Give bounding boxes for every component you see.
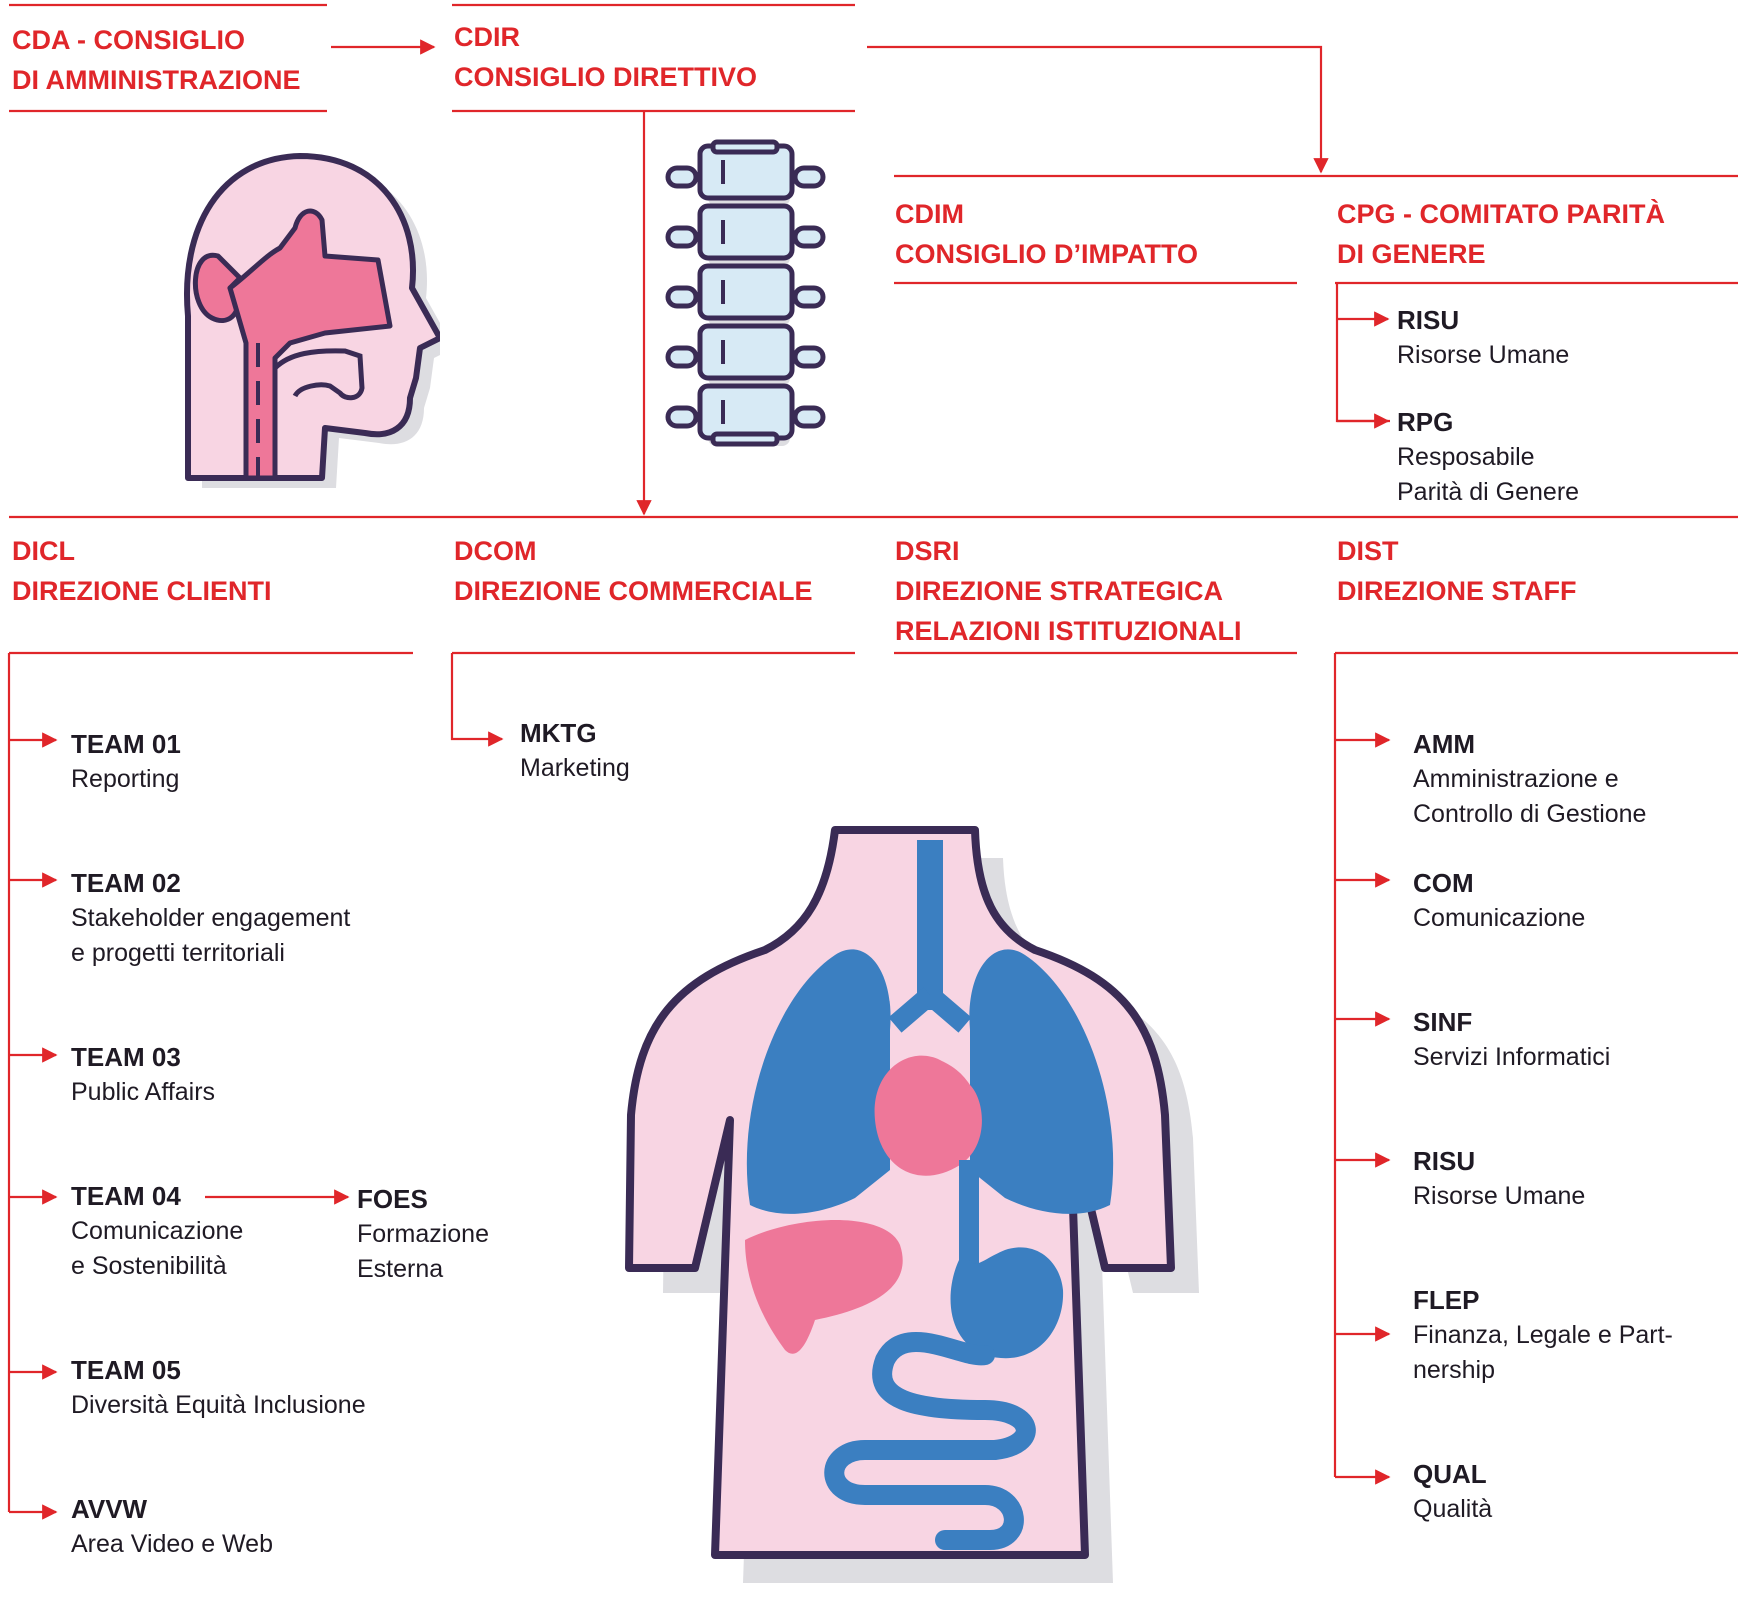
unit-desc: Area Video e Web xyxy=(71,1527,273,1562)
dist-unit-qual: QUAL Qualità xyxy=(1413,1457,1492,1527)
dist-unit-flep: FLEP Finanza, Legale e Part- nership xyxy=(1413,1283,1673,1388)
unit-code: TEAM 03 xyxy=(71,1040,215,1075)
dicl-header: DICL DIREZIONE CLIENTI xyxy=(12,531,272,611)
unit-desc: Marketing xyxy=(520,751,630,786)
dicl-header-line2: DIREZIONE CLIENTI xyxy=(12,571,272,611)
unit-code: FOES xyxy=(357,1182,489,1217)
cdir-header-line2: CONSIGLIO DIRETTIVO xyxy=(454,57,757,97)
unit-code: TEAM 05 xyxy=(71,1353,366,1388)
unit-code: AVVW xyxy=(71,1492,273,1527)
unit-code: FLEP xyxy=(1413,1283,1673,1318)
cdim-header-line1: CDIM xyxy=(895,194,1198,234)
dsri-header: DSRI DIREZIONE STRATEGICA RELAZIONI ISTI… xyxy=(895,531,1241,651)
cda-header-line1: CDA - CONSIGLIO xyxy=(12,20,300,60)
unit-code: AMM xyxy=(1413,727,1646,762)
dist-unit-sinf: SINF Servizi Informatici xyxy=(1413,1005,1610,1075)
unit-desc: Resposabile xyxy=(1397,440,1579,475)
unit-code: RISU xyxy=(1413,1144,1585,1179)
unit-desc: Esterna xyxy=(357,1252,489,1287)
dcom-header-line1: DCOM xyxy=(454,531,813,571)
cpg-unit-risu: RISU Risorse Umane xyxy=(1397,303,1569,373)
cda-header-line2: DI AMMINISTRAZIONE xyxy=(12,60,300,100)
dist-header-line1: DIST xyxy=(1337,531,1577,571)
unit-desc: Comunicazione xyxy=(71,1214,243,1249)
dicl-header-line1: DICL xyxy=(12,531,272,571)
unit-desc: Formazione xyxy=(357,1217,489,1252)
dsri-header-line3: RELAZIONI ISTITUZIONALI xyxy=(895,611,1241,651)
unit-desc: Stakeholder engagement xyxy=(71,901,350,936)
cpg-header: CPG - COMITATO PARITÀ DI GENERE xyxy=(1337,194,1665,274)
cdir-header: CDIR CONSIGLIO DIRETTIVO xyxy=(454,17,757,97)
cpg-header-line2: DI GENERE xyxy=(1337,234,1665,274)
unit-desc: Diversità Equità Inclusione xyxy=(71,1388,366,1423)
dicl-unit-team01: TEAM 01 Reporting xyxy=(71,727,181,797)
unit-desc: nership xyxy=(1413,1353,1673,1388)
dicl-unit-team02: TEAM 02 Stakeholder engagement e progett… xyxy=(71,866,350,971)
unit-code: TEAM 01 xyxy=(71,727,181,762)
dcom-header-line2: DIREZIONE COMMERCIALE xyxy=(454,571,813,611)
unit-desc: Reporting xyxy=(71,762,181,797)
unit-code: RPG xyxy=(1397,405,1579,440)
cpg-header-line1: CPG - COMITATO PARITÀ xyxy=(1337,194,1665,234)
cdir-header-line1: CDIR xyxy=(454,17,757,57)
unit-code: TEAM 02 xyxy=(71,866,350,901)
unit-desc: Qualità xyxy=(1413,1492,1492,1527)
unit-code: SINF xyxy=(1413,1005,1610,1040)
unit-desc: Finanza, Legale e Part- xyxy=(1413,1318,1673,1353)
unit-code: TEAM 04 xyxy=(71,1179,243,1214)
unit-desc: e progetti territoriali xyxy=(71,936,350,971)
unit-desc: Servizi Informatici xyxy=(1413,1040,1610,1075)
unit-code: COM xyxy=(1413,866,1585,901)
cpg-unit-rpg: RPG Resposabile Parità di Genere xyxy=(1397,405,1579,510)
dist-unit-amm: AMM Amministrazione e Controllo di Gesti… xyxy=(1413,727,1646,832)
team04-sub-foes: FOES Formazione Esterna xyxy=(357,1182,489,1287)
dist-header-line2: DIREZIONE STAFF xyxy=(1337,571,1577,611)
unit-code: RISU xyxy=(1397,303,1569,338)
unit-code: MKTG xyxy=(520,716,630,751)
dsri-header-line2: DIREZIONE STRATEGICA xyxy=(895,571,1241,611)
dsri-header-line1: DSRI xyxy=(895,531,1241,571)
cdim-header: CDIM CONSIGLIO D’IMPATTO xyxy=(895,194,1198,274)
dicl-unit-team04: TEAM 04 Comunicazione e Sostenibilità xyxy=(71,1179,243,1284)
unit-code: QUAL xyxy=(1413,1457,1492,1492)
dicl-unit-team03: TEAM 03 Public Affairs xyxy=(71,1040,215,1110)
cdim-header-line2: CONSIGLIO D’IMPATTO xyxy=(895,234,1198,274)
torso-icon xyxy=(565,820,1305,1595)
dist-header: DIST DIREZIONE STAFF xyxy=(1337,531,1577,611)
dcom-header: DCOM DIREZIONE COMMERCIALE xyxy=(454,531,813,611)
cda-header: CDA - CONSIGLIO DI AMMINISTRAZIONE xyxy=(12,20,300,100)
unit-desc: Public Affairs xyxy=(71,1075,215,1110)
unit-desc: Comunicazione xyxy=(1413,901,1585,936)
unit-desc: Parità di Genere xyxy=(1397,475,1579,510)
unit-desc: Amministrazione e xyxy=(1413,762,1646,797)
dcom-unit-mktg: MKTG Marketing xyxy=(520,716,630,786)
unit-desc: Risorse Umane xyxy=(1397,338,1569,373)
dist-unit-risu: RISU Risorse Umane xyxy=(1413,1144,1585,1214)
dicl-unit-avvw: AVVW Area Video e Web xyxy=(71,1492,273,1562)
unit-desc: e Sostenibilità xyxy=(71,1249,243,1284)
spine-icon xyxy=(665,138,830,468)
dicl-unit-team05: TEAM 05 Diversità Equità Inclusione xyxy=(71,1353,366,1423)
dist-unit-com: COM Comunicazione xyxy=(1413,866,1585,936)
unit-desc: Controllo di Gestione xyxy=(1413,797,1646,832)
unit-desc: Risorse Umane xyxy=(1413,1179,1585,1214)
head-icon xyxy=(150,138,440,488)
